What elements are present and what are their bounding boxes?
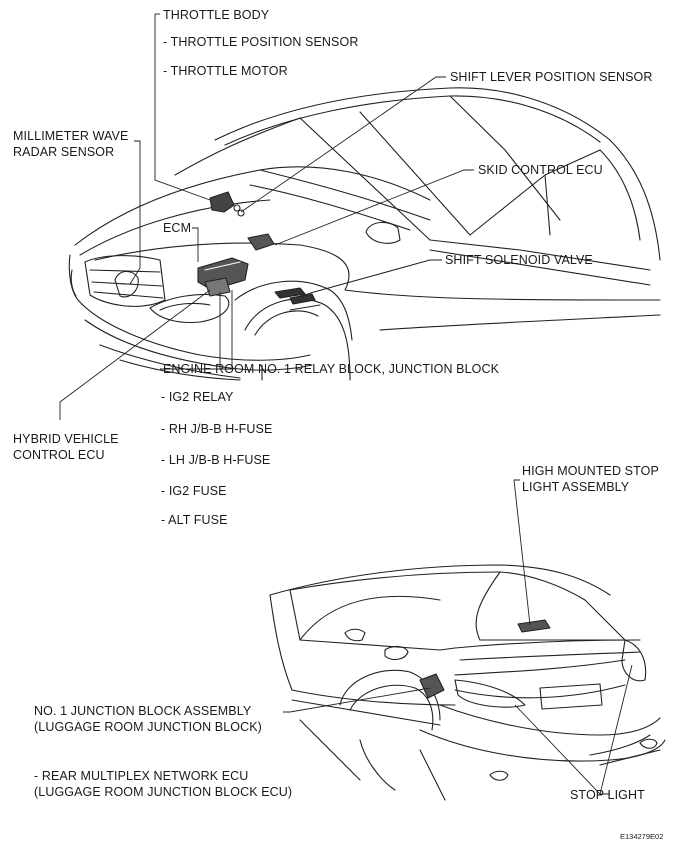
- label-line: HIGH MOUNTED STOP: [522, 464, 659, 478]
- label-engine-room-relay-block: ENGINE ROOM NO. 1 RELAY BLOCK, JUNCTION …: [163, 362, 500, 376]
- label-line: (LUGGAGE ROOM JUNCTION BLOCK): [34, 720, 262, 734]
- label-shift-solenoid-valve: SHIFT SOLENOID VALVE: [445, 253, 593, 267]
- label-high-mounted-stop-light: HIGH MOUNTED STOP LIGHT ASSEMBLY: [522, 463, 659, 495]
- front-car-illustration: [68, 87, 661, 381]
- label-rear-multiplex-ecu: - REAR MULTIPLEX NETWORK ECU (LUGGAGE RO…: [34, 768, 292, 800]
- label-skid-control-ecu: SKID CONTROL ECU: [478, 163, 603, 177]
- figure-code: E134279E02: [620, 832, 664, 841]
- label-alt-fuse: - ALT FUSE: [161, 513, 228, 527]
- label-throttle-body: THROTTLE BODY: [163, 8, 270, 22]
- label-line: LIGHT ASSEMBLY: [522, 480, 630, 494]
- label-ecm: ECM: [163, 221, 192, 235]
- shift-solenoid-part: [274, 287, 316, 305]
- label-throttle-motor: - THROTTLE MOTOR: [163, 64, 288, 78]
- skid-control-ecu-part: [247, 233, 275, 251]
- label-lh-hfuse: - LH J/B-B H-FUSE: [161, 453, 271, 467]
- high-mounted-stop-light-part: [517, 619, 551, 633]
- label-throttle-position-sensor: - THROTTLE POSITION SENSOR: [163, 35, 359, 49]
- label-line: MILLIMETER WAVE: [13, 129, 129, 143]
- label-ig2-fuse: - IG2 FUSE: [161, 484, 227, 498]
- label-ig2-relay: - IG2 RELAY: [161, 390, 234, 404]
- label-no1-junction-block: NO. 1 JUNCTION BLOCK ASSEMBLY (LUGGAGE R…: [34, 703, 262, 735]
- luggage-junction-block-part: [419, 673, 445, 699]
- label-hybrid-vehicle-control-ecu: HYBRID VEHICLE CONTROL ECU: [13, 431, 119, 463]
- leader-lines: [59, 13, 633, 795]
- throttle-body-part: [209, 191, 241, 213]
- shift-lever-sensor-part: [237, 209, 245, 217]
- label-line: CONTROL ECU: [13, 448, 105, 462]
- label-shift-lever-position-sensor: SHIFT LEVER POSITION SENSOR: [450, 70, 653, 84]
- label-line: NO. 1 JUNCTION BLOCK ASSEMBLY: [34, 704, 252, 718]
- label-line: - REAR MULTIPLEX NETWORK ECU: [34, 769, 249, 783]
- label-line: (LUGGAGE ROOM JUNCTION BLOCK ECU): [34, 785, 293, 799]
- label-line: RADAR SENSOR: [13, 145, 115, 159]
- rear-car-illustration: [269, 564, 666, 801]
- label-stop-light: STOP LIGHT: [570, 788, 645, 802]
- label-millimeter-wave-radar-sensor: MILLIMETER WAVE RADAR SENSOR: [13, 128, 128, 160]
- label-line: HYBRID VEHICLE: [13, 432, 119, 446]
- label-rh-hfuse: - RH J/B-B H-FUSE: [161, 422, 273, 436]
